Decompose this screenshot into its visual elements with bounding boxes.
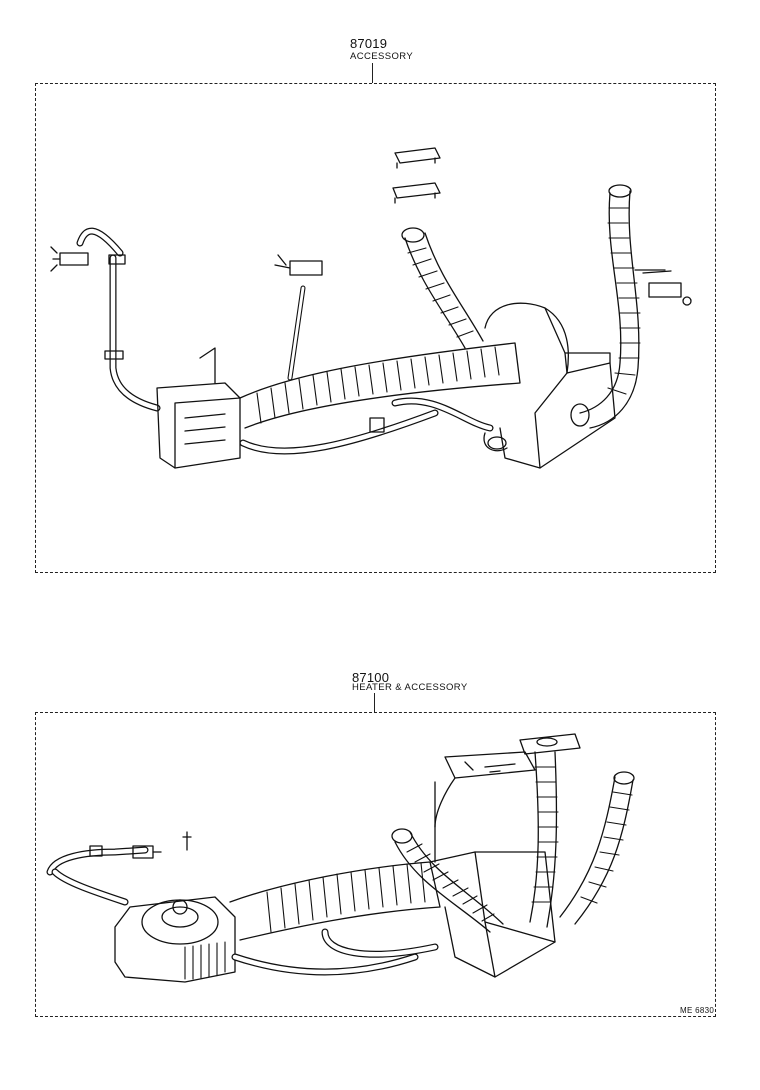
plug-small bbox=[183, 832, 191, 850]
control-panel-top bbox=[435, 752, 535, 827]
valve-left bbox=[51, 247, 88, 271]
part-number-87019: 87019 bbox=[350, 36, 388, 51]
blower-housing bbox=[485, 303, 615, 468]
defroster-hose-right bbox=[571, 185, 640, 428]
part-number-87100: 87100 bbox=[352, 670, 390, 685]
accessory-illustration bbox=[35, 83, 716, 573]
heater-accessory-illustration bbox=[35, 712, 716, 1017]
part-name-heater-accessory: HEATER & ACCESSORY bbox=[352, 682, 468, 693]
defroster-hose-center bbox=[402, 228, 483, 348]
heater-core-box bbox=[157, 348, 240, 468]
bracket-upper bbox=[395, 148, 440, 168]
control-valve-center bbox=[275, 255, 322, 275]
defroster-hose-bottom-left bbox=[392, 829, 503, 932]
leader-line-bottom bbox=[374, 693, 375, 712]
valve-bottom-left bbox=[133, 846, 161, 858]
heater-box-right bbox=[430, 782, 555, 977]
main-duct bbox=[240, 343, 520, 428]
defroster-hose-bottom-center bbox=[520, 734, 580, 927]
switch-right bbox=[635, 270, 691, 305]
leader-line-top bbox=[372, 63, 373, 83]
bracket-lower bbox=[393, 183, 440, 203]
main-duct-bottom bbox=[230, 862, 440, 940]
assembly-boundary-top bbox=[35, 83, 716, 573]
defroster-hose-bottom-right bbox=[560, 772, 634, 924]
blower-motor-unit bbox=[115, 897, 235, 982]
drawing-code: ME 6830 bbox=[680, 1006, 715, 1015]
assembly-boundary-bottom bbox=[35, 712, 716, 1017]
part-name-accessory: ACCESSORY bbox=[350, 51, 414, 62]
